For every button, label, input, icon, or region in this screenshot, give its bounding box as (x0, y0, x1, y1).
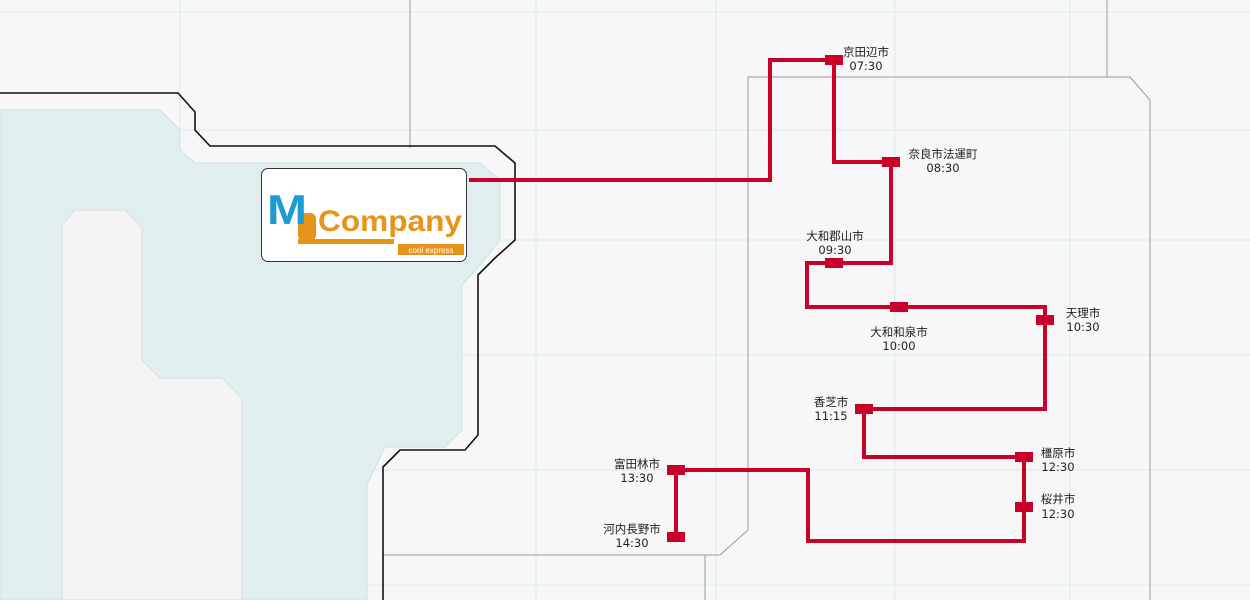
logo-tagline: cool express (409, 246, 454, 255)
station-marker[interactable] (667, 465, 685, 475)
station-time: 08:30 (926, 161, 959, 175)
station-time: 07:30 (849, 59, 882, 73)
station-name: 香芝市 (814, 395, 849, 409)
station-time: 09:30 (818, 243, 851, 257)
region-borders (383, 0, 1151, 600)
station-name: 大和郡山市 (806, 229, 864, 243)
station-name: 富田林市 (614, 457, 660, 471)
station-name: 桜井市 (1041, 492, 1076, 506)
station-time: 12:30 (1041, 507, 1074, 521)
station-marker[interactable] (1036, 315, 1054, 325)
station-name: 奈良市法運町 (909, 147, 978, 161)
coastline (0, 92, 516, 600)
station-time: 11:15 (814, 409, 847, 423)
station-time: 12:30 (1041, 460, 1074, 474)
station-time: 10:30 (1066, 320, 1099, 334)
station-marker[interactable] (825, 55, 843, 65)
station-marker[interactable] (667, 532, 685, 542)
company-logo[interactable]: M Company cool express (261, 168, 467, 262)
station-name: 河内長野市 (603, 522, 661, 536)
station-time: 10:00 (882, 339, 915, 353)
station-name: 橿原市 (1041, 446, 1076, 460)
delivery-route (469, 58, 1047, 543)
station-time: 14:30 (615, 536, 648, 550)
station-markers (667, 55, 1054, 542)
station-marker[interactable] (890, 302, 908, 312)
station-marker[interactable] (855, 404, 873, 414)
station-labels: 京田辺市 07:30 奈良市法運町 08:30 大和郡山市 09:30 大和和泉… (603, 45, 1100, 550)
station-marker[interactable] (825, 258, 843, 268)
logo-initial: M (267, 186, 307, 233)
land-area (61, 209, 243, 600)
station-marker[interactable] (1015, 502, 1033, 512)
logo-word: Company (318, 205, 462, 238)
station-time: 13:30 (620, 471, 653, 485)
station-marker[interactable] (1015, 452, 1033, 462)
station-name: 大和和泉市 (870, 325, 928, 339)
logo-graphic: M Company cool express (267, 186, 464, 255)
station-name: 天理市 (1066, 306, 1101, 320)
station-name: 京田辺市 (843, 45, 889, 59)
station-marker[interactable] (882, 157, 900, 167)
